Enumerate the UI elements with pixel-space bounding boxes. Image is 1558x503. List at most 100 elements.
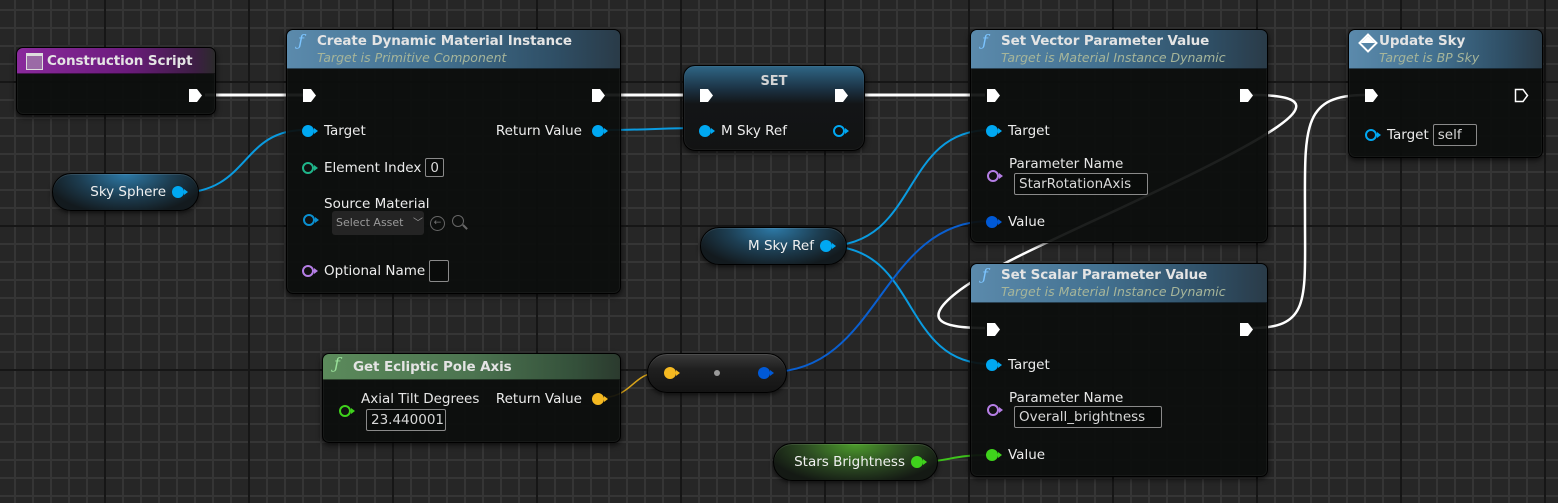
name-pin-icon[interactable]: [987, 404, 1003, 416]
name-pin-icon: [302, 265, 318, 277]
browse-search-icon[interactable]: [452, 215, 464, 227]
pin-label: Target: [1008, 357, 1050, 373]
element-index-pin[interactable]: Element Index 0: [302, 158, 444, 177]
axial-tilt-label: Axial Tilt Degrees: [361, 391, 480, 407]
exec-in-pin[interactable]: [699, 88, 714, 103]
var-node-m-sky-ref[interactable]: M Sky Ref: [700, 227, 847, 265]
node-set-scalar-parameter-value[interactable]: ƒ Set Scalar Parameter Value Target is M…: [970, 263, 1268, 477]
var-node-stars-brightness[interactable]: Stars Brightness: [773, 443, 938, 481]
rotator-pin-icon: [592, 393, 608, 405]
exec-pin-icon: [303, 89, 316, 102]
target-pin[interactable]: Target: [986, 123, 1050, 139]
exec-pin-icon: [1240, 89, 1253, 102]
exec-pin-icon: [835, 89, 848, 102]
node-header: ƒ Get Ecliptic Pole Axis: [323, 354, 620, 380]
int-pin-icon: [302, 161, 318, 174]
exec-out-pin[interactable]: [1239, 88, 1254, 103]
node-header: ƒ Set Scalar Parameter Value Target is M…: [971, 264, 1267, 303]
exec-pin-icon: [700, 89, 713, 102]
wire-mskyref-to-scalar-target: [825, 245, 991, 365]
use-selected-asset-icon[interactable]: ←: [430, 216, 445, 231]
pin-label: Return Value: [495, 391, 582, 407]
exec-out-pin[interactable]: [188, 88, 203, 103]
node-update-sky[interactable]: Update Sky Target is BP Sky Target self: [1348, 29, 1543, 158]
axial-tilt-input[interactable]: 23.440001: [366, 409, 446, 431]
node-get-ecliptic-pole-axis[interactable]: ƒ Get Ecliptic Pole Axis Axial Tilt Degr…: [322, 353, 621, 443]
value-pin[interactable]: Value: [986, 447, 1045, 463]
float-pin-icon[interactable]: [911, 456, 927, 468]
node-header: Update Sky Target is BP Sky: [1349, 30, 1542, 69]
object-pin-icon: [986, 359, 1002, 371]
node-title: Get Ecliptic Pole Axis: [353, 359, 512, 375]
parameter-name-label: Parameter Name: [1009, 390, 1124, 406]
target-pin[interactable]: Target self: [1365, 124, 1477, 146]
node-subtitle: Target is BP Sky: [1379, 50, 1480, 65]
target-pin[interactable]: Target: [302, 123, 366, 139]
exec-pin-icon: [592, 89, 605, 102]
node-set-m-sky-ref[interactable]: SET M Sky Ref: [683, 65, 865, 151]
optional-name-pin[interactable]: Optional Name: [302, 260, 450, 282]
parameter-name-input[interactable]: StarRotationAxis: [1014, 173, 1148, 195]
var-label: Stars Brightness: [794, 454, 905, 470]
rotator-pin-icon[interactable]: [664, 367, 680, 379]
element-index-input[interactable]: 0: [425, 158, 444, 177]
pin-label: Source Material: [324, 196, 430, 212]
node-construction-script[interactable]: Construction Script: [16, 47, 216, 115]
exec-out-pin[interactable]: [1239, 322, 1254, 337]
exec-in-pin[interactable]: [1364, 88, 1379, 103]
node-subtitle: Target is Primitive Component: [317, 50, 507, 65]
chevron-down-icon: ﹀: [413, 218, 423, 229]
exec-out-pin[interactable]: [591, 88, 606, 103]
object-pin-icon[interactable]: [172, 186, 188, 198]
exec-pin-icon: [1514, 88, 1529, 103]
object-pin-icon: [592, 125, 608, 137]
object-pin-icon: [986, 125, 1002, 137]
exec-out-pin[interactable]: [1514, 88, 1529, 103]
m-sky-ref-in-pin[interactable]: M Sky Ref: [699, 123, 787, 139]
pin-label: M Sky Ref: [721, 123, 787, 139]
object-class-pin-icon[interactable]: [303, 214, 319, 226]
function-icon: ƒ: [298, 31, 304, 50]
node-header: ƒ Create Dynamic Material Instance Targe…: [287, 30, 620, 69]
vector-pin-icon[interactable]: [758, 367, 774, 379]
exec-in-pin[interactable]: [302, 88, 317, 103]
var-node-sky-sphere[interactable]: Sky Sphere: [52, 173, 199, 211]
custom-event-call-icon: [1358, 33, 1378, 53]
object-pin-icon: [1365, 129, 1381, 141]
node-set-vector-parameter-value[interactable]: ƒ Set Vector Parameter Value Target is M…: [970, 29, 1268, 243]
node-rotator-to-vector-conversion[interactable]: [647, 353, 787, 393]
return-value-pin[interactable]: Return Value: [496, 123, 608, 139]
target-self-input[interactable]: self: [1432, 124, 1477, 146]
exec-pin-icon: [1240, 323, 1253, 336]
var-label: Sky Sphere: [90, 184, 166, 200]
name-pin-icon[interactable]: [987, 170, 1003, 182]
object-pin-icon[interactable]: [820, 240, 836, 252]
exec-pin-icon: [1365, 89, 1378, 102]
value-pin[interactable]: Value: [986, 214, 1045, 230]
source-material-pin[interactable]: Source Material: [302, 196, 430, 212]
m-sky-ref-out-pin[interactable]: [833, 125, 849, 137]
node-title: Create Dynamic Material Instance: [317, 33, 572, 49]
node-create-dynamic-material-instance[interactable]: ƒ Create Dynamic Material Instance Targe…: [286, 29, 621, 294]
function-icon: ƒ: [334, 354, 340, 373]
pin-label: Target: [324, 123, 366, 139]
exec-in-pin[interactable]: [986, 88, 1001, 103]
parameter-name-label: Parameter Name: [1009, 156, 1124, 172]
parameter-name-input[interactable]: Overall_brightness: [1014, 406, 1162, 428]
pin-label: Value: [1008, 214, 1046, 230]
return-value-pin[interactable]: Return Value: [495, 391, 608, 407]
node-header: ƒ Set Vector Parameter Value Target is M…: [971, 30, 1267, 69]
object-pin-icon: [302, 125, 318, 137]
optional-name-input[interactable]: [429, 260, 450, 282]
exec-out-pin[interactable]: [834, 88, 849, 103]
browse-search-icon-handle: [462, 224, 468, 230]
node-title: Set Scalar Parameter Value: [1001, 267, 1208, 283]
var-label: M Sky Ref: [748, 238, 814, 254]
select-asset-dropdown[interactable]: Select Asset ﹀: [332, 211, 424, 235]
target-pin[interactable]: Target: [986, 357, 1050, 373]
exec-pin-icon: [987, 89, 1000, 102]
exec-in-pin[interactable]: [986, 322, 1001, 337]
function-icon: ƒ: [982, 31, 988, 50]
float-pin-icon[interactable]: [339, 405, 355, 417]
pin-label: Target: [1387, 127, 1429, 143]
